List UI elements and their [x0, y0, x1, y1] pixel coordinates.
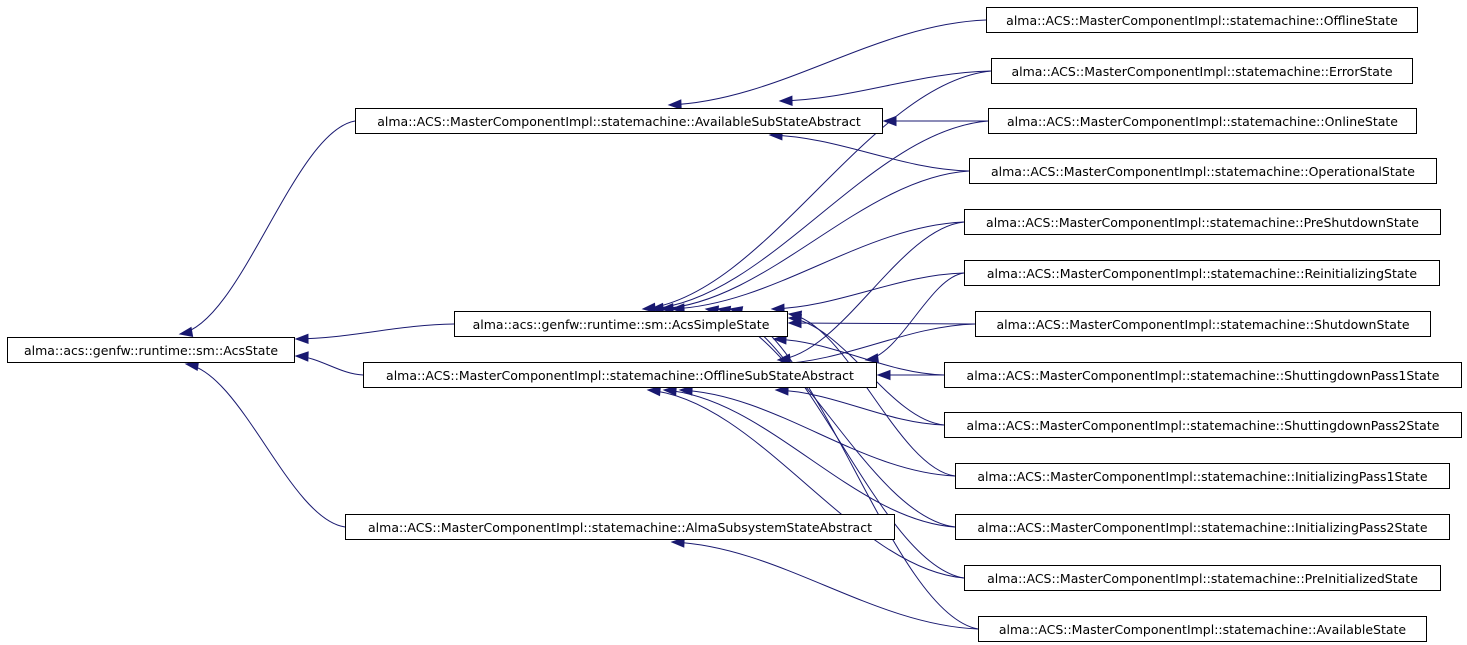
edge-available-to-simple: [729, 308, 979, 630]
class-node-shutdown[interactable]: alma::ACS::MasterComponentImpl::statemac…: [975, 311, 1431, 337]
arrowhead-simple-to-acsstate: [294, 333, 309, 345]
arrowhead-preshutdown-to-simple: [670, 303, 685, 314]
arrowhead-initpass2-to-offline-sub: [662, 385, 677, 397]
edge-preshutdown-to-simple: [671, 221, 965, 310]
class-node-reinitializing[interactable]: alma::ACS::MasterComponentImpl::statemac…: [964, 260, 1440, 286]
edge-shutdown-to-offline-sub: [775, 323, 976, 365]
edge-sdpass2-to-offline-sub: [775, 389, 945, 426]
class-node-initpass1[interactable]: alma::ACS::MasterComponentImpl::statemac…: [955, 463, 1450, 489]
edge-online-to-simple: [650, 120, 989, 310]
arrowhead-offline-sub-to-acsstate: [294, 351, 309, 362]
edge-reinitializing-to-simple: [771, 272, 965, 310]
class-node-simple[interactable]: alma::acs::genfw::runtime::sm::AcsSimple…: [454, 311, 788, 337]
edge-error-to-available-sub: [779, 70, 992, 102]
edge-operational-to-simple: [660, 170, 970, 310]
class-node-available-sub[interactable]: alma::ACS::MasterComponentImpl::statemac…: [355, 108, 883, 134]
edge-alma-subsystem-to-acsstate: [185, 363, 346, 528]
edge-preshutdown-to-offline-sub: [777, 221, 965, 361]
class-node-available[interactable]: alma::ACS::MasterComponentImpl::statemac…: [978, 616, 1427, 642]
class-node-offline-sub[interactable]: alma::ACS::MasterComponentImpl::statemac…: [363, 362, 877, 388]
class-node-sdpass2[interactable]: alma::ACS::MasterComponentImpl::statemac…: [944, 412, 1462, 438]
edge-operational-to-available-sub: [769, 134, 970, 172]
edge-sdpass1-to-simple: [773, 338, 945, 376]
edge-error-to-simple: [642, 70, 992, 310]
edge-shutdown-to-simple: [788, 322, 976, 325]
edge-simple-to-acsstate: [295, 323, 455, 340]
class-node-initpass2[interactable]: alma::ACS::MasterComponentImpl::statemac…: [955, 514, 1450, 540]
class-node-preshutdown[interactable]: alma::ACS::MasterComponentImpl::statemac…: [964, 209, 1441, 235]
arrowhead-offline-to-available-sub: [667, 99, 682, 110]
class-node-online[interactable]: alma::ACS::MasterComponentImpl::statemac…: [988, 108, 1417, 134]
class-node-operational[interactable]: alma::ACS::MasterComponentImpl::statemac…: [969, 158, 1437, 184]
arrowhead-initpass1-to-simple: [787, 310, 803, 321]
edge-initpass1-to-offline-sub: [679, 389, 956, 477]
arrowhead-preinit-to-offline-sub: [646, 385, 661, 397]
class-node-preinit[interactable]: alma::ACS::MasterComponentImpl::statemac…: [964, 565, 1441, 591]
edge-initpass2-to-simple: [705, 308, 956, 528]
class-node-sdpass1[interactable]: alma::ACS::MasterComponentImpl::statemac…: [944, 362, 1462, 388]
class-node-error[interactable]: alma::ACS::MasterComponentImpl::statemac…: [991, 58, 1413, 84]
class-node-offline[interactable]: alma::ACS::MasterComponentImpl::statemac…: [986, 7, 1418, 33]
class-node-acsstate[interactable]: alma::acs::genfw::runtime::sm::AcsState: [7, 337, 295, 363]
arrowhead-available-sub-to-acsstate: [178, 326, 194, 338]
arrowhead-initpass1-to-offline-sub: [678, 385, 693, 396]
edge-initpass1-to-simple: [788, 313, 956, 477]
edge-available-to-alma-subsystem: [671, 541, 979, 630]
edge-initpass2-to-offline-sub: [663, 389, 956, 528]
edge-preinit-to-offline-sub: [647, 389, 965, 579]
arrowhead-reinitializing-to-offline-sub: [864, 353, 880, 364]
edge-available-sub-to-acsstate: [179, 120, 356, 335]
arrowhead-sdpass1-to-offline-sub: [876, 369, 891, 381]
edge-reinitializing-to-offline-sub: [865, 272, 965, 361]
class-node-alma-subsystem[interactable]: alma::ACS::MasterComponentImpl::statemac…: [345, 514, 895, 540]
arrowhead-error-to-available-sub: [778, 95, 793, 106]
edge-offline-to-available-sub: [668, 19, 987, 106]
